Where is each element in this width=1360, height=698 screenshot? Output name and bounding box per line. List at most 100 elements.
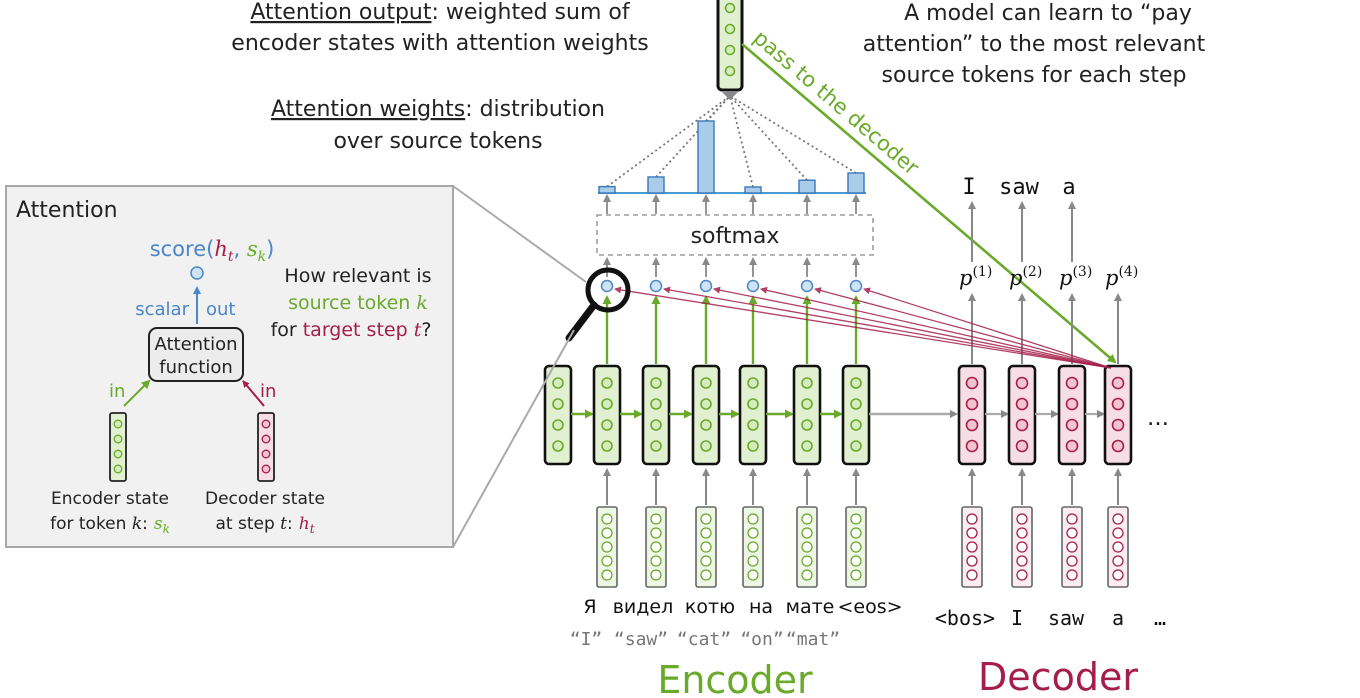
source-token: мате [786, 596, 835, 618]
attention-score [800, 279, 814, 293]
embedding-cell [1066, 569, 1078, 581]
prob-label: p(3) [1059, 264, 1092, 290]
embedding-cell [747, 527, 759, 539]
decoder-state-line1: Decoder state [205, 489, 325, 509]
decoder-input-token: … [1154, 606, 1166, 630]
score-h-sub: t [228, 249, 234, 265]
encoder-state-cell [850, 377, 862, 389]
embedding-cell [850, 569, 862, 581]
decoder-query-line [663, 286, 1112, 369]
decoder-state-cell [1015, 439, 1029, 453]
attention-output-note-line2: encoder states with attention weights [231, 31, 648, 56]
score-s: s [247, 237, 258, 261]
encoder-state-cell [747, 419, 759, 431]
embedding-cell [601, 555, 613, 567]
scalar-label: scalar [135, 299, 189, 320]
decoder-state-cell [1065, 439, 1079, 453]
attention-output-note: Attention output: weighted sum of [250, 0, 630, 25]
decoder-output-token: I [962, 175, 975, 200]
question-line2: source token k [288, 292, 428, 314]
prob-symbol: p [1105, 266, 1118, 290]
in-left-label: in [109, 381, 125, 402]
encoder-state-cell [801, 377, 813, 389]
attention-output-rest: : weighted sum of [431, 0, 630, 25]
embedding-cell [801, 541, 813, 553]
encoder-state-s-sub: k [163, 522, 170, 536]
attention-function-line1: Attention [154, 334, 237, 355]
magnifier-icon [565, 267, 631, 342]
attention-panel-title: Attention [16, 198, 118, 223]
source-token: котю [685, 596, 735, 618]
encoder-state-cell [801, 440, 813, 452]
attention-output-term: Attention output [250, 0, 431, 25]
encoder-state-cell [552, 419, 564, 431]
encoder-state-cell [601, 377, 613, 389]
attention-output-cells [724, 2, 736, 77]
score-formula: score(ht, sk) [150, 237, 275, 265]
encoder-state-cell [601, 398, 613, 410]
decoder-state-vector [257, 412, 275, 482]
encoder-state-cell [700, 440, 712, 452]
zoom-line-top [452, 185, 587, 283]
decoder-state-cell [965, 397, 979, 411]
decoder-output-token: a [1062, 175, 1075, 200]
decoder-query-line [713, 286, 1112, 369]
decoder-continuation: … [1147, 406, 1169, 431]
embedding-cell [801, 555, 813, 567]
decoder-input-token: I [1011, 606, 1023, 630]
weighted-sum-line [655, 95, 731, 178]
encoder-state-cell [747, 398, 759, 410]
encoder-state-colon: : [142, 514, 148, 534]
attention-scores [600, 194, 863, 293]
decoder-input-token: <bos> [935, 606, 995, 630]
attention-weight-bar [647, 176, 665, 194]
attention-score [600, 279, 614, 293]
encoder-label: Encoder [657, 658, 813, 698]
embedding-cell [700, 555, 712, 567]
question-source-token: source token [288, 292, 416, 314]
embedding-cell [1016, 569, 1028, 581]
decoder-input-token: saw [1048, 606, 1085, 630]
encoder-state-cell [850, 419, 862, 431]
attention-weight-bar [847, 172, 865, 194]
encoder-state-cell [747, 440, 759, 452]
encoder-state-cell [700, 419, 712, 431]
embedding-cell [700, 527, 712, 539]
encoder-state-cell [801, 419, 813, 431]
encoder-state-line1: Encoder state [51, 489, 169, 509]
prob-label: p(4) [1105, 264, 1138, 290]
decoder-output-token: saw [999, 175, 1039, 200]
embedding-cell [1112, 541, 1124, 553]
decoder-state-h: h [299, 514, 310, 534]
attention-panel: Attention score(ht, sk) scalar out Atten… [5, 185, 454, 548]
source-token: на [749, 596, 773, 618]
prob-superscript: (2) [1022, 264, 1042, 280]
decoder-state-h-sub: t [310, 522, 315, 536]
embedding-cell [1112, 513, 1124, 525]
attention-score [849, 279, 863, 293]
score-fn: score( [150, 237, 215, 261]
decoder-query-line [614, 286, 1112, 369]
embedding-cell [1016, 527, 1028, 539]
decoder-query-line [814, 287, 1112, 369]
embedding-cell [1066, 541, 1078, 553]
decoder-state-cell [965, 439, 979, 453]
embedding-cell [650, 541, 662, 553]
embedding-cell [850, 513, 862, 525]
embedding-cell [650, 555, 662, 567]
score-s-sub: k [258, 249, 266, 265]
decoder-state-cell [1015, 376, 1029, 390]
prob-label: p(1) [959, 264, 992, 290]
prob-symbol: p [959, 266, 972, 290]
attention-weight-bar [744, 186, 762, 194]
decoder-state-t: t [280, 514, 287, 534]
question-line3: for target step t? [271, 319, 432, 341]
embedding-cell [650, 569, 662, 581]
source-token: Я [583, 596, 596, 618]
encoder-state-vector [109, 412, 127, 482]
question-line1: How relevant is [284, 265, 431, 287]
prob-superscript: (1) [972, 264, 992, 280]
weighted-sum-arrowhead [722, 92, 738, 100]
embedding-cell [966, 541, 978, 553]
embedding-cell [747, 569, 759, 581]
